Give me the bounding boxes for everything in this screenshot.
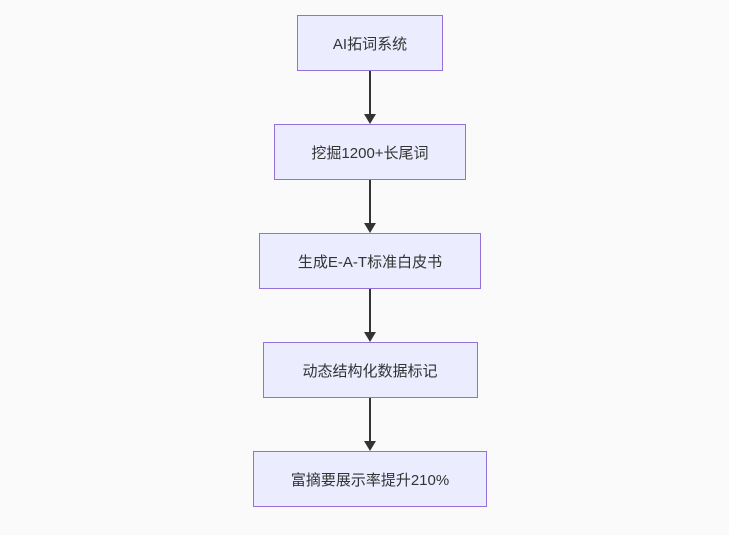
flowchart: AI拓词系统 挖掘1200+长尾词 生成E-A-T标准白皮书 动态结构化数据标记… <box>253 15 487 507</box>
flow-arrow <box>364 71 376 124</box>
node-ai-keyword-system: AI拓词系统 <box>297 15 443 71</box>
arrow-head-icon <box>364 223 376 233</box>
arrow-head-icon <box>364 441 376 451</box>
arrow-head-icon <box>364 332 376 342</box>
flow-arrow <box>364 289 376 342</box>
flow-arrow <box>364 180 376 233</box>
arrow-head-icon <box>364 114 376 124</box>
flow-arrow <box>364 398 376 451</box>
node-rich-snippet-result: 富摘要展示率提升210% <box>253 451 487 507</box>
arrow-line <box>369 180 371 224</box>
arrow-line <box>369 398 371 442</box>
node-longtail-mining: 挖掘1200+长尾词 <box>274 124 466 180</box>
node-structured-data-markup: 动态结构化数据标记 <box>262 342 478 398</box>
arrow-line <box>369 289 371 333</box>
arrow-line <box>369 71 371 115</box>
node-eat-whitepaper: 生成E-A-T标准白皮书 <box>259 233 481 289</box>
